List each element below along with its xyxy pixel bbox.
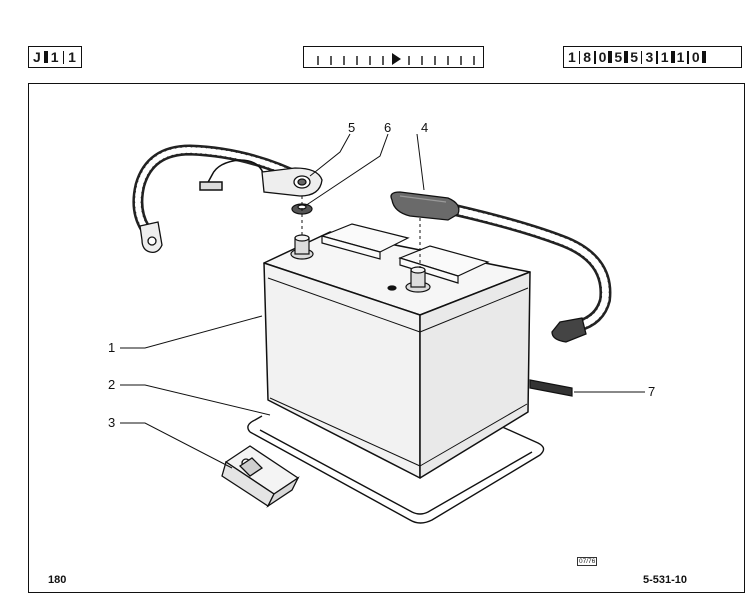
part-number-char: 1: [676, 49, 685, 65]
terminal-cover: [390, 191, 460, 221]
model-code-box: J 1 1: [28, 46, 82, 68]
position-scale-box: [303, 46, 484, 68]
model-code-char: 1: [68, 49, 76, 65]
page-number: 180: [48, 574, 67, 586]
diagram-frame: [28, 83, 745, 593]
callout-label: 4: [421, 120, 429, 135]
position-marker-icon: [392, 53, 401, 65]
callout-label: 2: [108, 377, 116, 392]
terminal-clamp: [261, 167, 323, 197]
part-number-char: 5: [630, 49, 638, 65]
model-code-char: J: [33, 49, 41, 65]
cable-end-boot: [551, 317, 587, 343]
cable-lug: [139, 221, 163, 253]
date-stamp: 07/76: [577, 557, 598, 566]
part-number-char: 5: [614, 49, 623, 65]
callout-label: 3: [108, 415, 116, 430]
assembly-line: [301, 196, 421, 268]
part-number-char: 1: [660, 49, 669, 65]
part-number-char: 3: [645, 49, 654, 65]
ground-wire: [199, 159, 266, 191]
part-number-char: 0: [691, 49, 700, 65]
part-number-box: 1 8 0 5 5 3 1 1 0: [563, 46, 742, 68]
negative-cable-pattern: [134, 146, 308, 231]
positive-cable-pattern: [451, 206, 609, 330]
part-number-char: 1: [568, 49, 576, 65]
callout-label: 6: [384, 120, 392, 135]
model-code-char: 1: [50, 49, 59, 65]
callout-label: 1: [108, 340, 116, 355]
callout-label: 7: [648, 384, 656, 399]
leader-line: [120, 133, 645, 469]
hold-down-strap: [529, 379, 573, 397]
battery-terminal: [290, 234, 431, 293]
reference-number: 5-531-10: [643, 574, 688, 586]
part-number-char: 0: [598, 49, 607, 65]
battery-tray: [247, 371, 545, 524]
part-number-char: 8: [583, 49, 592, 65]
battery-body: [263, 231, 531, 479]
mounting-bracket: [221, 445, 300, 508]
position-scale: [317, 53, 475, 65]
callout-label: 5: [348, 120, 356, 135]
vent-cap: [320, 223, 490, 284]
